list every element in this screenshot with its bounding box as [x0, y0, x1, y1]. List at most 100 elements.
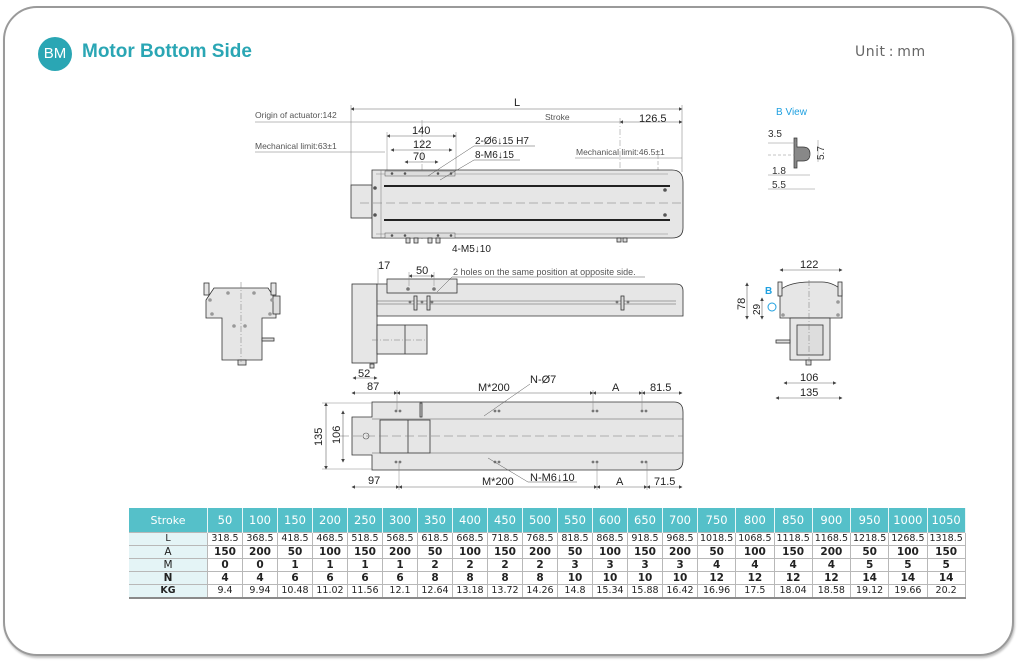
stroke-header-cell: 350 [417, 508, 453, 533]
stroke-header-cell: 150 [277, 508, 313, 533]
table-cell: 0 [242, 558, 278, 572]
table-cell: 150 [347, 545, 383, 559]
table-cell: 6 [277, 571, 313, 585]
b-dim-5-5: 5.5 [772, 180, 786, 191]
table-cell: 2 [417, 558, 453, 572]
table-cell: 14 [888, 571, 928, 585]
opposite-side-note: 2 holes on the same position at opposite… [453, 267, 636, 277]
top-view-labels: L Origin of actuator:142 Stroke 126.5 14… [255, 97, 667, 255]
stroke-header-cell: 1050 [927, 508, 966, 533]
table-cell: 1068.5 [735, 532, 775, 546]
table-cell: 19.66 [888, 584, 928, 599]
end-dim-135: 135 [800, 387, 818, 399]
table-cell: 1168.5 [811, 532, 852, 546]
table-cell: 11.02 [312, 584, 348, 599]
row-label: N [129, 571, 208, 585]
dim-70: 70 [413, 151, 425, 163]
dim-52: 52 [358, 368, 370, 380]
table-cell: 50 [557, 545, 593, 559]
dim-140: 140 [412, 125, 430, 137]
table-cell: 200 [382, 545, 418, 559]
stroke-header-cell: 850 [774, 508, 813, 533]
table-cell: 4 [696, 558, 737, 572]
side-view [351, 268, 684, 380]
table-cell: 2 [452, 558, 488, 572]
stroke-header-cell: 500 [522, 508, 558, 533]
left-end-view [203, 282, 281, 366]
dim-L: L [514, 97, 520, 109]
table-cell: 16.96 [696, 584, 737, 599]
stroke-header-cell: 400 [452, 508, 488, 533]
end-dim-106: 106 [800, 372, 818, 384]
table-cell: 668.5 [452, 532, 488, 546]
table-cell: 8 [452, 571, 488, 585]
table-cell: 5 [888, 558, 928, 572]
table-cell: 13.18 [452, 584, 488, 599]
stroke-header-cell: 250 [347, 508, 383, 533]
table-cell: 200 [522, 545, 558, 559]
right-end-view [745, 268, 843, 400]
stroke-header-cell: 200 [312, 508, 348, 533]
table-cell: 100 [452, 545, 488, 559]
table-cell: 150 [926, 545, 966, 559]
dim-50: 50 [416, 265, 428, 277]
table-cell: 100 [592, 545, 628, 559]
table-cell: 14.8 [557, 584, 593, 599]
table-cell: 368.5 [242, 532, 278, 546]
top-view [255, 105, 684, 244]
bottom-view-labels: 87 M*200 N-Ø7 A 81.5 135 106 97 M*200 N-… [313, 374, 675, 488]
table-cell: 4 [242, 571, 278, 585]
row-label: A [129, 545, 208, 559]
dim-m200-top: M*200 [478, 382, 510, 394]
table-cell: 10 [592, 571, 628, 585]
table-cell: 4 [773, 558, 813, 572]
stroke-header-cell: 1000 [888, 508, 928, 533]
page-title: Motor Bottom Side [82, 41, 252, 62]
table-cell: 200 [242, 545, 278, 559]
b-view [768, 137, 819, 190]
table-cell: 6 [347, 571, 383, 585]
pin-hole-callout: 2-Ø6↓15 H7 [475, 136, 529, 147]
table-cell: 50 [417, 545, 453, 559]
table-cell: 10.48 [277, 584, 313, 599]
stroke-header-cell: 450 [487, 508, 523, 533]
n-d7-callout: N-Ø7 [530, 374, 556, 386]
table-cell: 150 [627, 545, 663, 559]
table-cell: 8 [522, 571, 558, 585]
b-view-title: B View [776, 107, 808, 118]
table-cell: 50 [277, 545, 313, 559]
table-cell: 3 [627, 558, 663, 572]
table-cell: 10 [557, 571, 593, 585]
section-badge: BM [38, 37, 72, 71]
table-cell: 868.5 [592, 532, 628, 546]
table-cell: 518.5 [347, 532, 383, 546]
stroke-header-cell: 750 [697, 508, 737, 533]
n-m6-callout: N-M6↓10 [530, 472, 575, 484]
table-cell: 2 [487, 558, 523, 572]
table-cell: 4 [207, 571, 243, 585]
right-end-view-labels: 122 78 29 B 106 135 [736, 259, 818, 399]
end-dim-78: 78 [736, 298, 748, 310]
table-cell: 10 [662, 571, 698, 585]
table-cell: 13.72 [487, 584, 523, 599]
table-cell: 2 [522, 558, 558, 572]
dim-m200-bottom: M*200 [482, 476, 514, 488]
origin-label: Origin of actuator:142 [255, 110, 337, 120]
table-cell: 818.5 [557, 532, 593, 546]
table-cell: 200 [811, 545, 852, 559]
stroke-header-cell: 100 [242, 508, 278, 533]
dim-17: 17 [378, 260, 390, 272]
table-cell: 3 [662, 558, 698, 572]
dim-A-top: A [612, 382, 620, 394]
table-cell: 1018.5 [696, 532, 737, 546]
unit-label: Unit : mm [855, 44, 926, 60]
table-cell: 6 [382, 571, 418, 585]
b-view-labels: B View 3.5 5.7 1.8 5.5 [768, 107, 827, 191]
side-view-labels: 17 50 2 holes on the same position at op… [358, 260, 636, 380]
stroke-header-cell: 650 [627, 508, 663, 533]
table-cell: 100 [735, 545, 775, 559]
table-cell: 1 [277, 558, 313, 572]
